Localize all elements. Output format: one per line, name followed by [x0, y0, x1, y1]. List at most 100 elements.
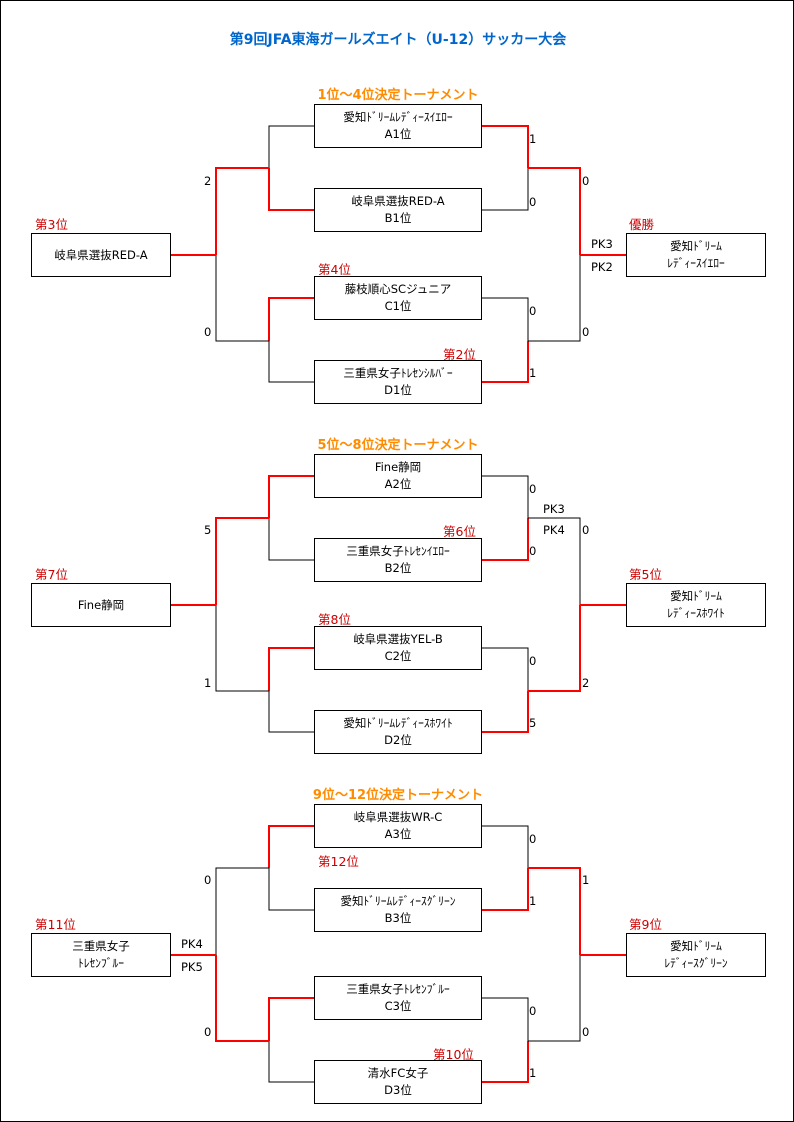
rank-right: 第5位	[629, 567, 662, 582]
score-semi-top-b: 0	[529, 195, 537, 209]
right-final-box: 愛知ﾄﾞﾘｰﾑ ﾚﾃﾞｨｰｽﾎﾜｲﾄ	[626, 583, 766, 627]
team-box-b3: 愛知ﾄﾞﾘｰﾑﾚﾃﾞｨｰｽｸﾞﾘｰﾝ B3位	[314, 888, 482, 932]
score-semi-top-a: 1	[529, 132, 537, 146]
team-name: 愛知ﾄﾞﾘｰﾑﾚﾃﾞｨｰｽﾎﾜｲﾄ	[343, 716, 453, 730]
team-box-c1: 藤枝順心SCジュニア C1位	[314, 276, 482, 320]
team-seed: B3位	[384, 911, 412, 925]
score-semi-bottom-a: 0	[529, 1004, 537, 1018]
team-seed: A2位	[384, 477, 412, 491]
score-semi-bottom-a: 0	[529, 304, 537, 318]
team-name: 三重県女子ﾄﾚｾﾝｼﾙﾊﾞｰ	[343, 366, 453, 380]
team-name-line1: 愛知ﾄﾞﾘｰﾑ	[670, 239, 722, 253]
section-1-title: 1位～4位決定トーナメント	[317, 88, 479, 103]
score-right-top: 0	[582, 523, 590, 537]
rank-left: 第7位	[35, 567, 68, 582]
score-semi-top-b: 0	[529, 544, 537, 558]
pk-semi-top-a: PK3	[543, 502, 565, 516]
team-box-c2: 岐阜県選抜YEL-B C2位	[314, 626, 482, 670]
team-name-line1: 愛知ﾄﾞﾘｰﾑ	[670, 939, 722, 953]
team-box-c3: 三重県女子ﾄﾚｾﾝﾌﾞﾙｰ C3位	[314, 976, 482, 1020]
section-3-lines	[171, 825, 626, 1083]
score-right-bottom: 0	[582, 1025, 590, 1039]
team-seed: C3位	[384, 999, 412, 1013]
team-seed: C2位	[384, 649, 412, 663]
rank-top-right: 第6位	[443, 524, 476, 539]
team-box-d1: 三重県女子ﾄﾚｾﾝｼﾙﾊﾞｰ D1位	[314, 360, 482, 404]
score-semi-top-a: 0	[529, 832, 537, 846]
rank-right: 第9位	[629, 917, 662, 932]
page-title: 第9回JFA東海ガールズエイト（U-12）サッカー大会	[229, 32, 567, 48]
score-semi-bottom-b: 5	[529, 716, 537, 730]
score-left-top: 2	[204, 174, 212, 188]
score-right-bottom: 2	[582, 676, 590, 690]
team-name: 藤枝順心SCジュニア	[344, 282, 452, 296]
team-name-line2: ﾚﾃﾞｨｰｽｸﾞﾘｰﾝ	[664, 956, 728, 970]
team-box-d2: 愛知ﾄﾞﾘｰﾑﾚﾃﾞｨｰｽﾎﾜｲﾄ D2位	[314, 710, 482, 754]
team-name: 清水FC女子	[367, 1066, 429, 1080]
score-semi-bottom-b: 1	[529, 1066, 537, 1080]
rank-right: 優勝	[629, 217, 655, 232]
pk-left-bottom: PK5	[181, 960, 203, 974]
right-final-box: 愛知ﾄﾞﾘｰﾑ ﾚﾃﾞｨｰｽｸﾞﾘｰﾝ	[626, 933, 766, 977]
score-semi-bottom-a: 0	[529, 654, 537, 668]
left-final-box: 三重県女子 ﾄﾚｾﾝﾌﾞﾙｰ	[31, 933, 171, 977]
team-name: 岐阜県選抜YEL-B	[353, 632, 443, 646]
section-3-title: 9位～12位決定トーナメント	[312, 788, 484, 803]
score-right-top: 0	[582, 174, 590, 188]
left-final-box: 岐阜県選抜RED-A	[31, 233, 171, 277]
team-seed: D1位	[384, 383, 412, 397]
left-final-box: Fine静岡	[31, 583, 171, 627]
team-name-line1: 三重県女子	[72, 939, 130, 953]
team-box-b1: 岐阜県選抜RED-A B1位	[314, 188, 482, 232]
team-seed: D2位	[384, 733, 412, 747]
team-name: 岐阜県選抜WR-C	[353, 810, 443, 824]
team-name-line1: 岐阜県選抜RED-A	[54, 247, 148, 262]
score-semi-top-a: 0	[529, 482, 537, 496]
team-name: 三重県女子ﾄﾚｾﾝﾌﾞﾙｰ	[346, 982, 450, 996]
team-seed: A1位	[384, 127, 412, 141]
team-box-a1: 愛知ﾄﾞﾘｰﾑﾚﾃﾞｨｰｽｲｴﾛｰ A1位	[314, 104, 482, 148]
rank-top-left: 第12位	[318, 854, 359, 869]
team-seed: B2位	[384, 561, 412, 575]
section-1-lines	[171, 125, 626, 383]
team-seed: D3位	[384, 1083, 412, 1097]
rank-left: 第3位	[35, 217, 68, 232]
team-box-b2: 三重県女子ﾄﾚｾﾝｲｴﾛｰ B2位	[314, 538, 482, 582]
team-name-line2: ﾚﾃﾞｨｰｽﾎﾜｲﾄ	[667, 606, 725, 620]
rank-bottom-left: 第8位	[318, 612, 351, 627]
team-name: Fine静岡	[374, 460, 422, 474]
rank-bottom-right: 第10位	[433, 1047, 474, 1062]
score-right-bottom: 0	[582, 325, 590, 339]
rank-left: 第11位	[35, 917, 76, 932]
team-name-line1: 愛知ﾄﾞﾘｰﾑ	[670, 589, 722, 603]
section-2-lines	[171, 475, 626, 733]
score-left-top: 5	[204, 523, 212, 537]
team-name: 岐阜県選抜RED-A	[351, 194, 445, 208]
team-name-line2: ﾚﾃﾞｨｰｽｲｴﾛｰ	[667, 256, 725, 270]
right-final-box: 愛知ﾄﾞﾘｰﾑ ﾚﾃﾞｨｰｽｲｴﾛｰ	[626, 233, 766, 277]
pk-right-bottom: PK2	[591, 260, 613, 274]
score-left-bottom: 0	[204, 325, 212, 339]
score-left-bottom: 0	[204, 1025, 212, 1039]
pk-right-top: PK3	[591, 237, 613, 251]
team-box-a3: 岐阜県選抜WR-C A3位	[314, 804, 482, 848]
team-name: 三重県女子ﾄﾚｾﾝｲｴﾛｰ	[346, 544, 450, 558]
section-2-title: 5位～8位決定トーナメント	[317, 438, 479, 453]
team-name: 愛知ﾄﾞﾘｰﾑﾚﾃﾞｨｰｽｲｴﾛｰ	[343, 110, 453, 124]
team-name: 愛知ﾄﾞﾘｰﾑﾚﾃﾞｨｰｽｸﾞﾘｰﾝ	[340, 894, 456, 908]
rank-bottom-right: 第2位	[443, 347, 476, 362]
team-name-line1: Fine静岡	[77, 597, 125, 612]
team-seed: C1位	[384, 299, 412, 313]
pk-semi-top-b: PK4	[543, 523, 565, 537]
score-left-top: 0	[204, 873, 212, 887]
team-seed: B1位	[384, 211, 412, 225]
score-semi-top-b: 1	[529, 894, 537, 908]
score-right-top: 1	[582, 873, 590, 887]
team-box-d3: 清水FC女子 D3位	[314, 1060, 482, 1104]
team-name-line2: ﾄﾚｾﾝﾌﾞﾙｰ	[78, 956, 124, 970]
team-box-a2: Fine静岡 A2位	[314, 454, 482, 498]
score-left-bottom: 1	[204, 676, 212, 690]
score-semi-bottom-b: 1	[529, 366, 537, 380]
